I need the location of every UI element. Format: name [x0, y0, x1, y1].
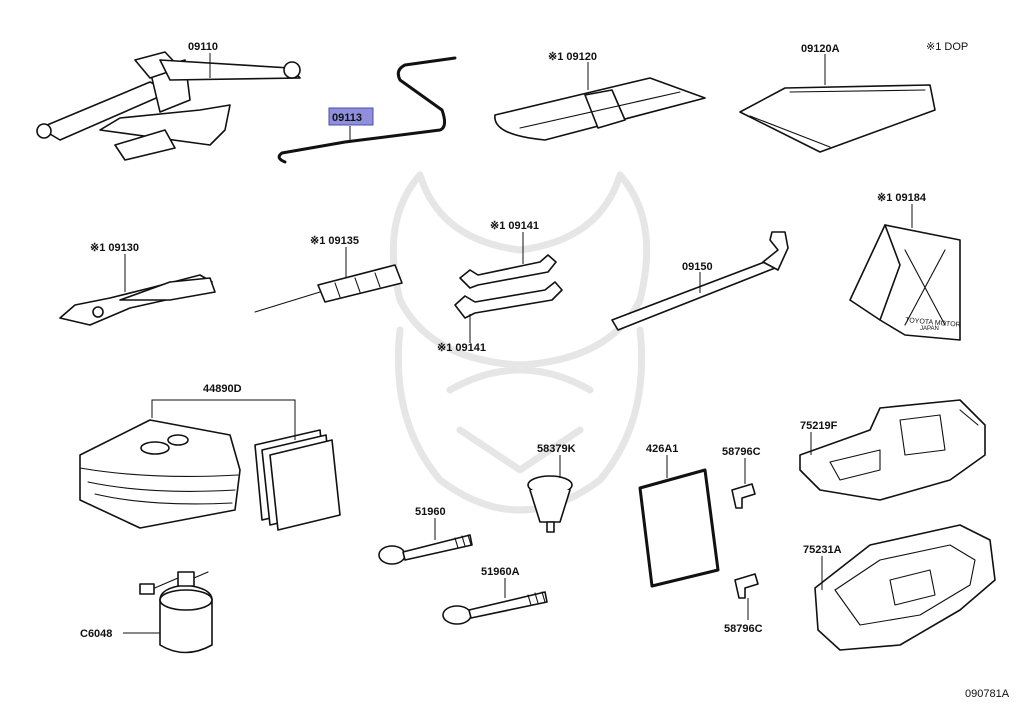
part-label-09141-bottom[interactable]: ※1 09141	[437, 342, 486, 354]
part-label-51960a[interactable]: 51960A	[481, 566, 520, 578]
warning-plate-drawing: TOYOTA MOTOR JAPAN	[849, 224, 961, 341]
part-label-44890d[interactable]: 44890D	[203, 383, 242, 395]
lug-wrench-drawing	[611, 231, 789, 331]
part-label-09113[interactable]: 09113	[332, 112, 362, 124]
part-label-75231a[interactable]: 75231A	[803, 544, 842, 556]
cover-drawing	[739, 84, 936, 153]
part-label-09184[interactable]: ※1 09184	[877, 192, 927, 204]
wrench-top-drawing	[459, 254, 557, 289]
towing-eye-a-drawing	[442, 591, 548, 625]
watermark-logo	[389, 171, 651, 514]
part-label-426a1[interactable]: 426A1	[646, 443, 678, 455]
sealant-kit-drawing	[79, 419, 241, 529]
part-label-58796c-top[interactable]: 58796C	[722, 446, 761, 458]
sealant-bottle-drawing	[139, 571, 213, 654]
plate-text-line2: JAPAN	[920, 326, 939, 332]
pliers-drawing	[59, 274, 216, 326]
grommet-plug-drawing	[527, 475, 573, 533]
part-label-09141-top[interactable]: ※1 09141	[490, 220, 539, 232]
part-label-09130[interactable]: ※1 09130	[90, 242, 139, 254]
plate-text-line1: TOYOTA MOTOR	[905, 317, 961, 329]
clip-bottom-drawing	[734, 573, 759, 599]
part-label-09120[interactable]: ※1 09120	[548, 51, 597, 63]
part-label-51960[interactable]: 51960	[415, 506, 446, 518]
instruction-cards-drawing	[254, 429, 341, 531]
scissor-jack-drawing	[36, 51, 301, 161]
part-label-58379k[interactable]: 58379K	[537, 443, 576, 455]
upper-tray-drawing	[799, 399, 986, 501]
part-label-c6048[interactable]: C6048	[80, 628, 112, 640]
part-label-09150[interactable]: 09150	[682, 261, 713, 273]
towing-eye-drawing	[378, 534, 473, 565]
part-label-09135[interactable]: ※1 09135	[310, 235, 359, 247]
part-label-58796c-bottom[interactable]: 58796C	[724, 623, 763, 635]
part-highlight-09113	[328, 107, 374, 126]
dop-note: ※1 DOP	[926, 41, 968, 53]
part-label-75219f[interactable]: 75219F	[800, 420, 838, 432]
clip-top-drawing	[731, 483, 756, 509]
jack-handle-drawing	[277, 56, 457, 164]
gasket-drawing	[638, 468, 720, 588]
lower-tray-drawing	[814, 524, 996, 651]
diagram-code: 090781A	[965, 688, 1010, 700]
tool-bag-drawing	[494, 77, 706, 141]
part-label-09110[interactable]: 09110	[188, 41, 218, 53]
screwdriver-drawing	[254, 264, 403, 313]
part-label-09120a[interactable]: 09120A	[801, 43, 840, 55]
